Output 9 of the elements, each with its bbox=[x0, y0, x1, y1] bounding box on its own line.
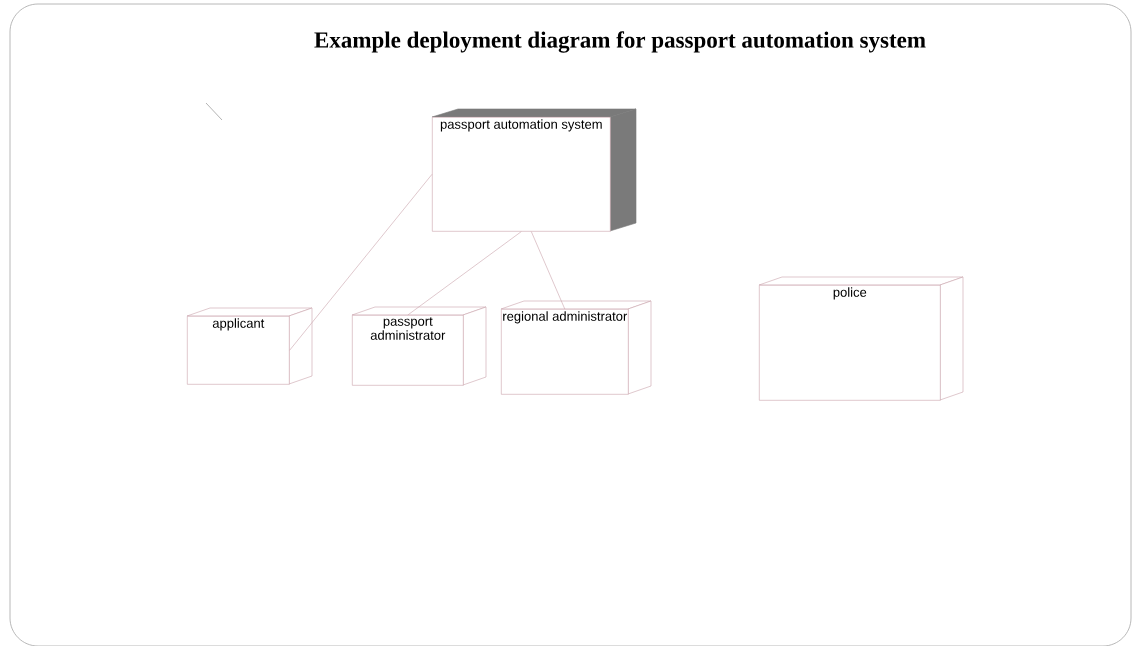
node-box: police bbox=[758, 276, 964, 401]
node-box: regional administrator bbox=[500, 300, 652, 395]
connector-line bbox=[289, 174, 433, 351]
connector-line bbox=[531, 231, 566, 310]
title: Example deployment diagram for passport automation system bbox=[314, 31, 926, 53]
node-box: applicant bbox=[186, 307, 313, 385]
node-box: passport automation system bbox=[431, 108, 637, 232]
node-box: passport administrator bbox=[351, 306, 487, 386]
connector-line bbox=[407, 231, 522, 316]
